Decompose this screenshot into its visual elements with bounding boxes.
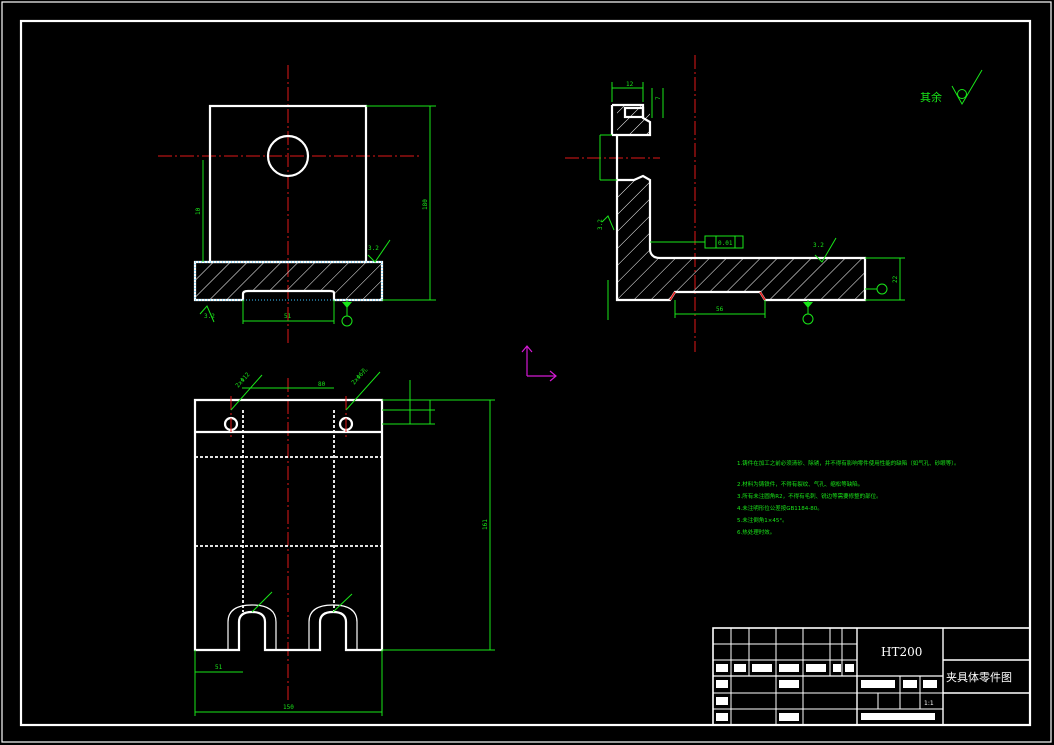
note-6: 6.热处理时效。: [737, 528, 775, 536]
note-2: 2.材料为铸铁件，不得有裂纹、气孔、缩松等缺陷。: [737, 480, 863, 488]
front-view: 180 10 51 3.2 3.2: [158, 65, 436, 345]
roughness-other: 其余: [920, 69, 983, 106]
title-block: [712, 627, 1031, 726]
dim-side-r: 7: [655, 96, 662, 100]
plan-holes-a: 2xΦ12: [234, 371, 252, 389]
dim-plan-pitch: 80: [318, 381, 326, 388]
note-5: 5.未注倒角1×45°。: [737, 516, 788, 524]
roughness-other-label: 其余: [920, 90, 942, 104]
dim-plan-width: 150: [283, 704, 294, 711]
dim-plan-left: 51: [215, 664, 223, 671]
rough-d: 3.2: [597, 219, 604, 230]
dim-front-inner: 10: [195, 207, 202, 215]
ucs-icon: [521, 345, 557, 382]
dim-plan-depth: 161: [482, 519, 489, 530]
plan-holes-b: 2xΦ6孔: [350, 366, 370, 387]
material-label: HT200: [881, 645, 922, 659]
dim-side-slot: 56: [716, 306, 724, 313]
rough-a: 3.2: [368, 245, 379, 252]
scale-value: 1:1: [924, 700, 934, 707]
rough-c: 3.2: [813, 242, 824, 249]
dim-side-top: 12: [626, 81, 634, 88]
note-4: 4.未注明形位公差按GB1184-80。: [737, 504, 823, 512]
rough-b: 3.2: [204, 313, 215, 320]
dim-front-slot: 51: [284, 313, 292, 320]
side-view: 12 7 56 22 0.01 3.2 3.2: [565, 55, 905, 352]
dim-side-h: 22: [892, 275, 899, 283]
note-3: 3.所有未注圆角R2，不得有毛刺、锐边等需要修整的部位。: [737, 492, 882, 500]
plan-view: 150 51 161 80 2xΦ12 2xΦ6孔: [193, 366, 495, 716]
dim-front-height: 180: [422, 199, 429, 210]
inner-frame: [19, 19, 1032, 727]
technical-notes: 1.铸件在加工之前必须清砂、除锈，并不得有影响零件使用性能的缺陷（如气孔、砂眼等…: [737, 459, 960, 536]
drawing-name: 夹具体零件图: [946, 670, 1012, 684]
note-1: 1.铸件在加工之前必须清砂、除锈，并不得有影响零件使用性能的缺陷（如气孔、砂眼等…: [737, 459, 960, 467]
tol-value: 0.01: [718, 240, 733, 247]
